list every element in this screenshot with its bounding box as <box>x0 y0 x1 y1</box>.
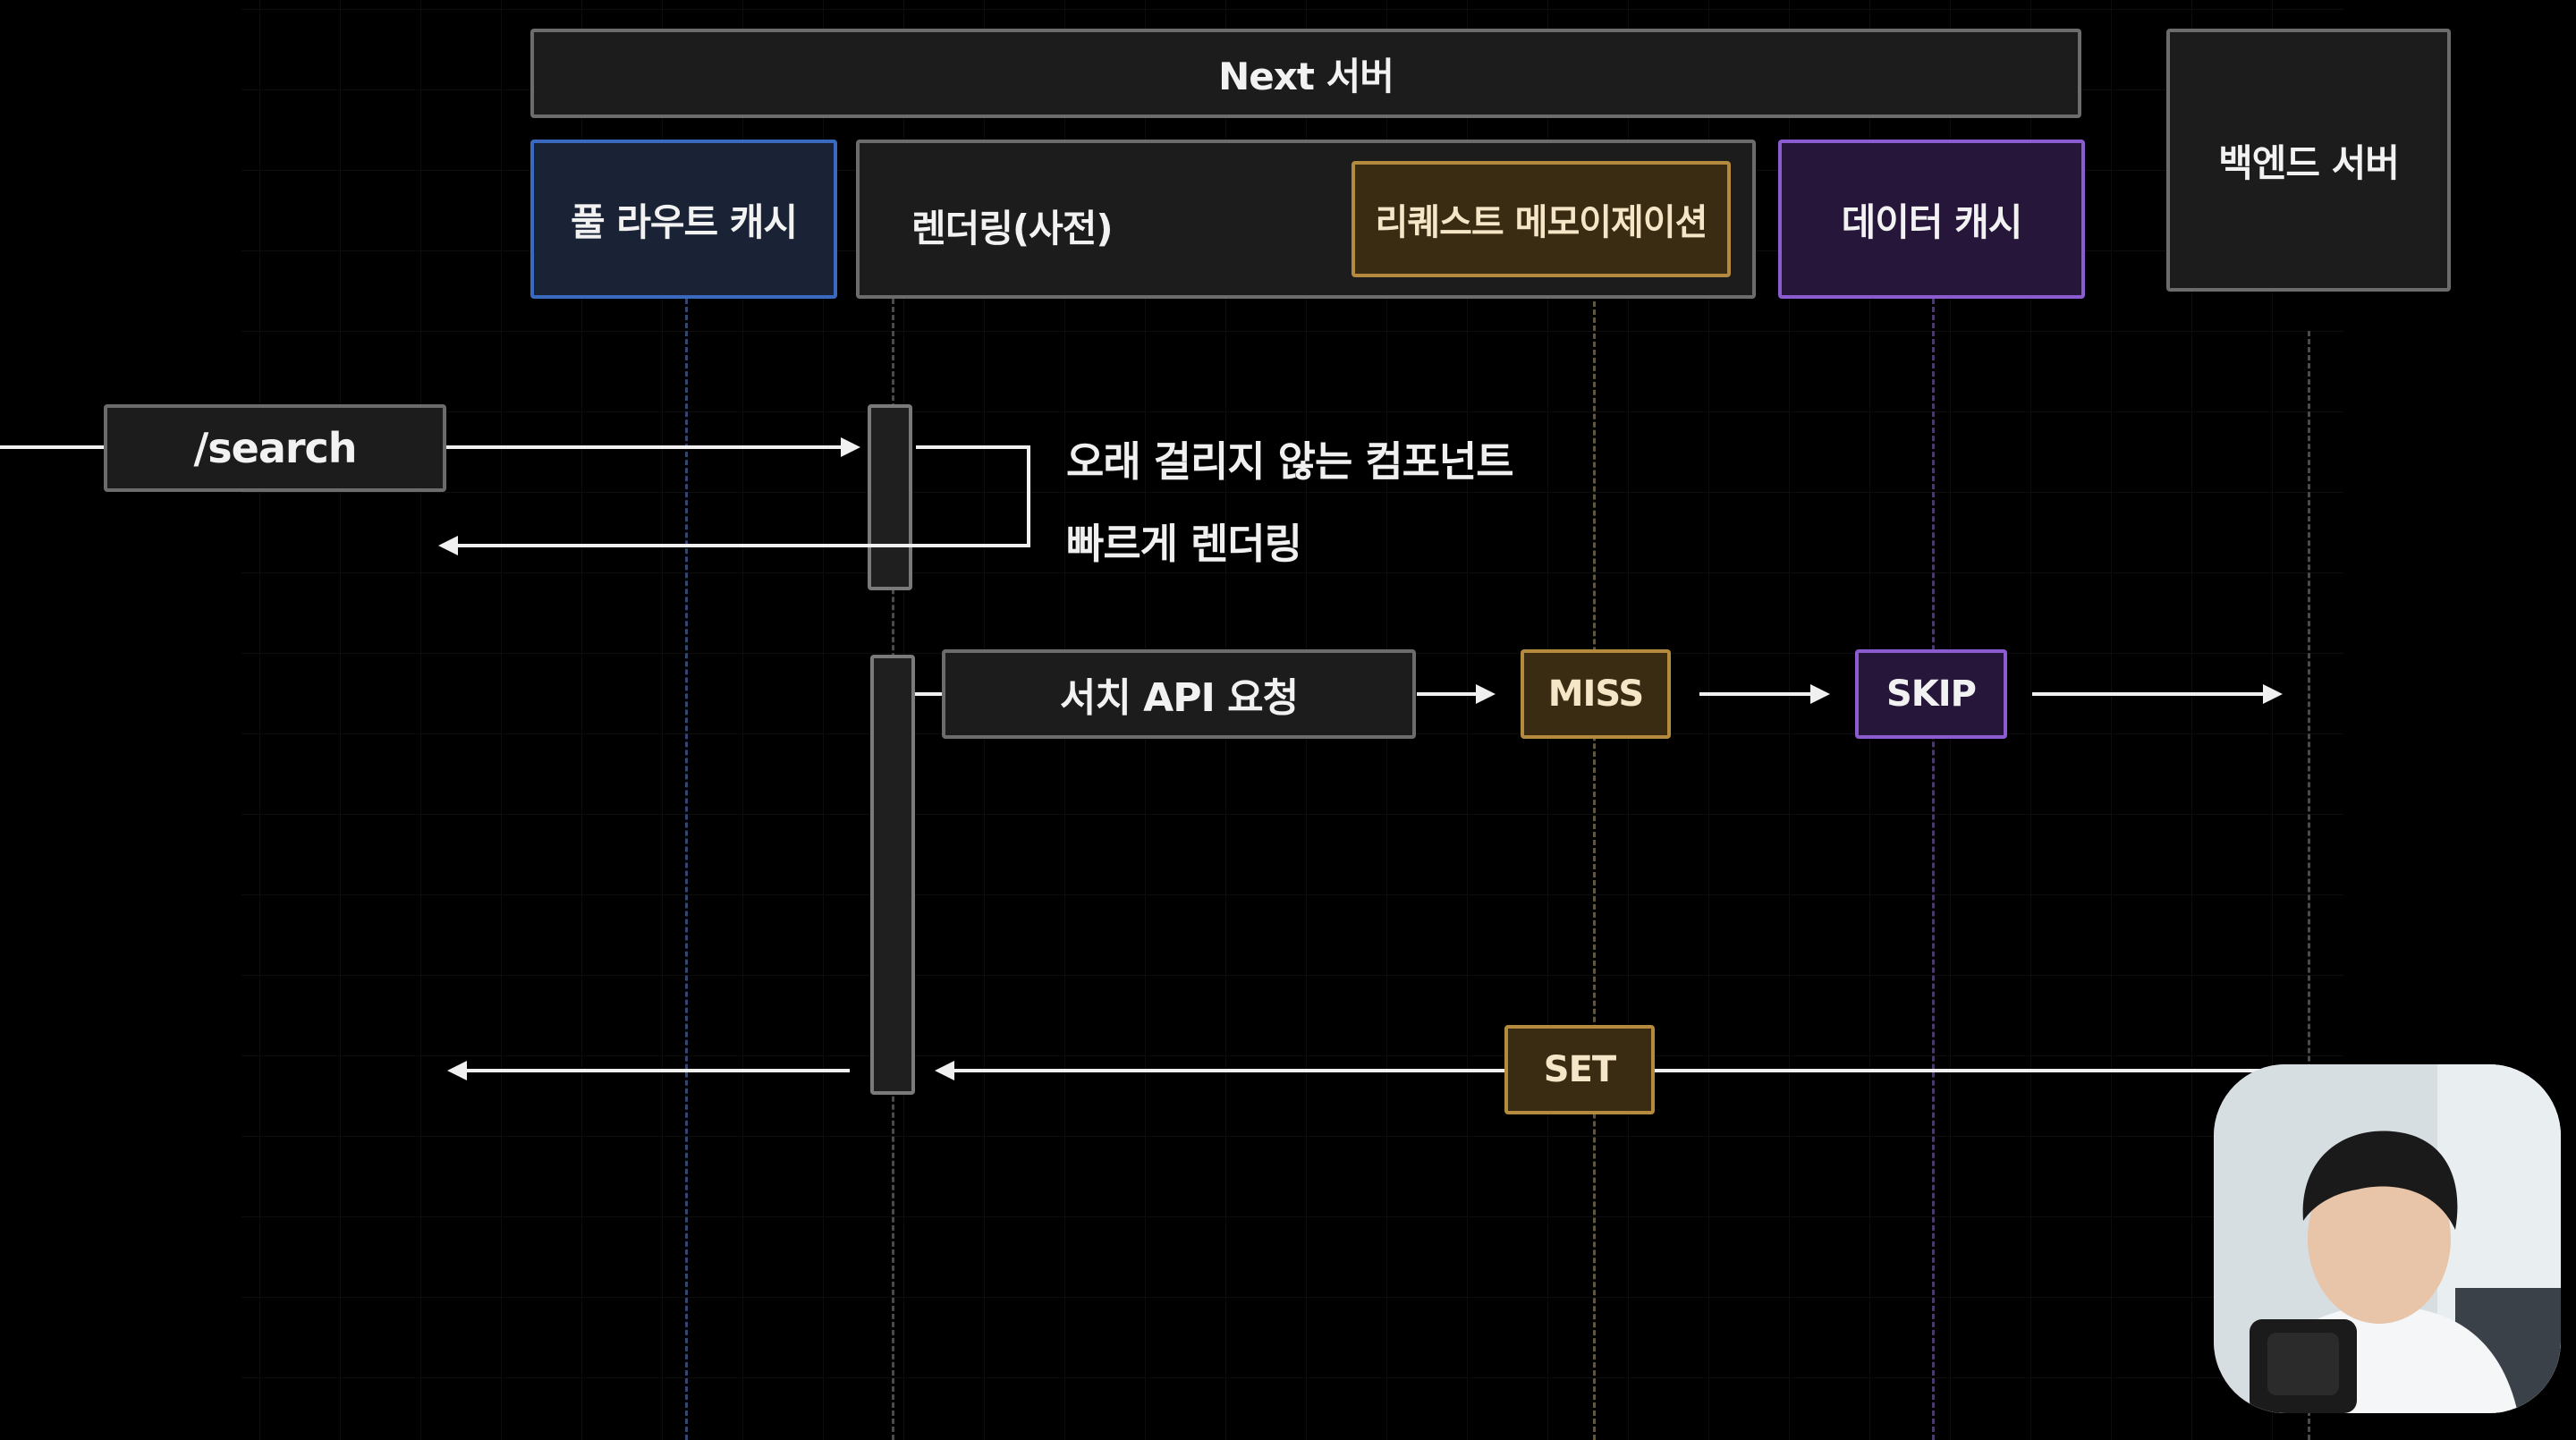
to-miss-arrowhead <box>1476 684 1496 704</box>
search-path-box: /search <box>104 404 446 492</box>
request-memoization-lane: 리퀘스트 메모이제이션 <box>1352 161 1731 277</box>
skip-badge: SKIP <box>1855 649 2007 739</box>
backend-server-lane: 백엔드 서버 <box>2166 29 2451 292</box>
final-response-arrowhead <box>447 1061 467 1080</box>
note-line-2: 빠르게 렌더링 <box>1066 520 1302 568</box>
request-arrowhead <box>841 437 860 457</box>
set-badge: SET <box>1504 1025 1655 1114</box>
lifeline-request-memo <box>1593 277 1596 1440</box>
next-server-header: Next 서버 <box>530 29 2081 118</box>
self-call-bracket <box>886 445 1030 547</box>
lifeline-full-route-cache <box>685 299 688 1440</box>
search-api-request-box: 서치 API 요청 <box>942 649 1416 739</box>
miss-badge: MISS <box>1521 649 1671 739</box>
backend-return-arrowhead <box>935 1061 954 1080</box>
to-skip-arrowhead <box>1810 684 1830 704</box>
lifeline-backend <box>2308 331 2310 1440</box>
fast-response-arrowhead <box>438 536 458 555</box>
note-line-1: 오래 걸리지 않는 컴포넌트 <box>1066 437 1514 486</box>
render-activation-short <box>868 404 912 590</box>
lifeline-data-cache <box>1932 299 1935 1440</box>
full-route-cache-lane: 풀 라우트 캐시 <box>530 140 837 299</box>
presenter-webcam <box>2214 1064 2561 1413</box>
to-backend-arrowhead <box>2263 684 2283 704</box>
rendering-lane-label: 렌더링(사전) <box>911 207 1114 250</box>
presenter-image <box>2214 1064 2561 1413</box>
render-activation-long <box>870 655 915 1095</box>
data-cache-lane: 데이터 캐시 <box>1778 140 2085 299</box>
